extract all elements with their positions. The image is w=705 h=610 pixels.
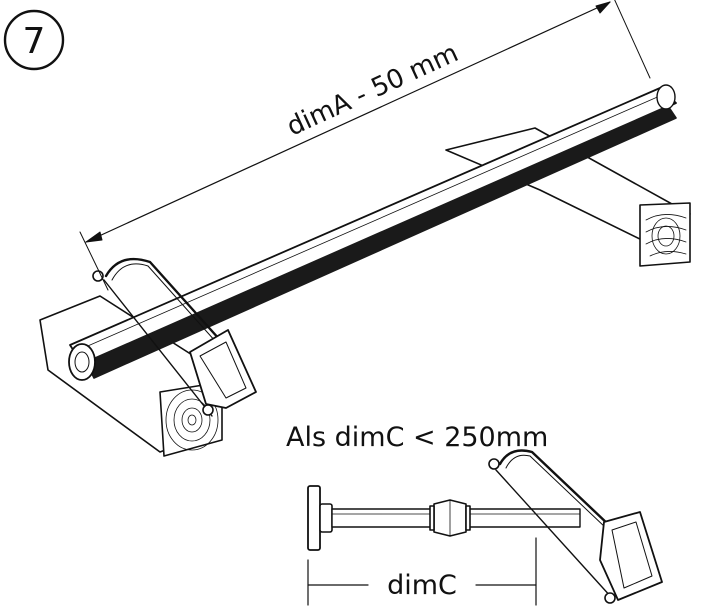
step-circle xyxy=(3,9,65,71)
rail-dark-groove xyxy=(85,105,677,379)
top-figure: dimA - 50 mm xyxy=(39,0,691,457)
saw-blade-bottom xyxy=(495,469,613,599)
rail-end-cap xyxy=(68,343,96,381)
rail-profile xyxy=(68,84,677,381)
dimA-label: dimA - 50 mm xyxy=(282,38,462,142)
dimension-line-dimC xyxy=(307,537,537,606)
rod-assembly xyxy=(307,485,581,551)
step-number: 7 xyxy=(23,21,46,62)
mounting-plate xyxy=(307,485,321,551)
bottom-figure: Als dimC < 250mm xyxy=(286,422,663,606)
saw-blade-top xyxy=(103,279,213,417)
condition-label: Als dimC < 250mm xyxy=(286,422,548,453)
hacksaw-bottom xyxy=(488,449,663,604)
dimC-label: dimC xyxy=(387,570,457,601)
hacksaw-top xyxy=(92,257,257,417)
dimension-line-dimA xyxy=(79,0,651,291)
step-badge: 7 xyxy=(3,9,65,71)
